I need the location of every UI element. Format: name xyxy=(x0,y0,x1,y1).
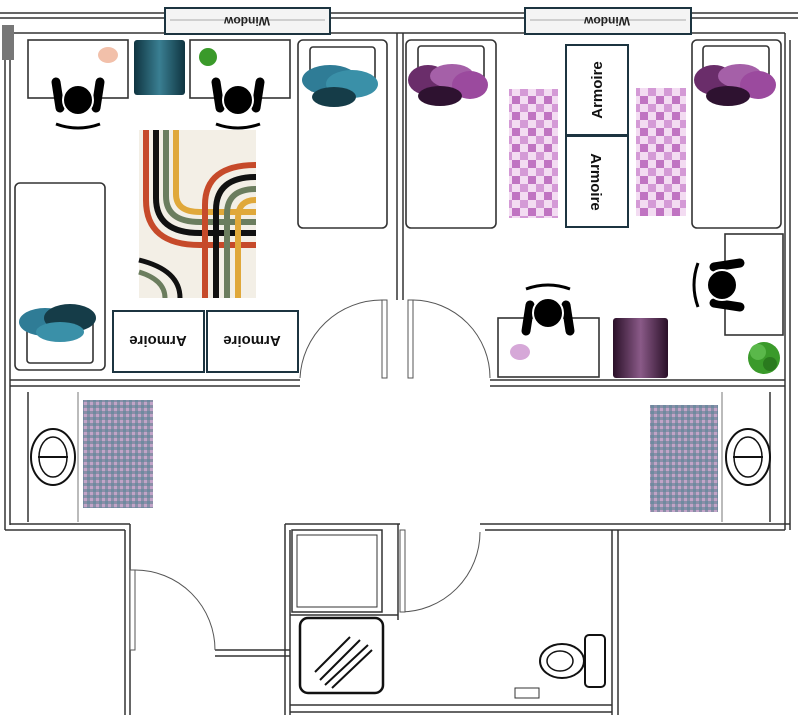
armoire: Armoire xyxy=(565,135,629,228)
armoire-label: Armoire xyxy=(587,153,604,211)
chair-person-icon xyxy=(211,77,265,130)
window-label: Window xyxy=(583,14,630,28)
door-bathroom-right[interactable] xyxy=(399,529,481,613)
armoire: Armoire xyxy=(206,310,299,373)
window-left: Window xyxy=(164,7,331,35)
ottoman xyxy=(613,318,668,378)
shower-icon xyxy=(298,616,385,695)
rug-striped xyxy=(138,130,257,299)
walls xyxy=(0,12,798,715)
left-bedroom: Armoire Armoire xyxy=(14,39,388,379)
door-right-bedroom[interactable] xyxy=(407,299,491,379)
right-bedroom: Armoire Armoire xyxy=(405,39,784,379)
window-label: Window xyxy=(223,14,270,28)
chair-person-icon xyxy=(51,77,105,130)
vanity-left xyxy=(30,392,153,522)
lamp-icon xyxy=(510,344,530,360)
plant-icon xyxy=(748,342,780,374)
chair-person-icon xyxy=(692,258,745,312)
armoire: Armoire xyxy=(565,44,629,136)
bed xyxy=(691,39,782,229)
door-bathroom-left[interactable] xyxy=(129,569,216,651)
vanity-right xyxy=(650,392,771,522)
armoire-label: Armoire xyxy=(223,332,281,349)
lamp-icon xyxy=(98,47,118,63)
sink-icon xyxy=(725,428,771,486)
chair-person-icon xyxy=(521,283,575,336)
bath-mat xyxy=(83,400,153,508)
bed xyxy=(297,39,388,229)
plant-icon xyxy=(199,48,217,66)
ottoman xyxy=(134,40,185,95)
window-right: Window xyxy=(524,7,692,35)
closet xyxy=(291,529,383,613)
column xyxy=(2,25,14,60)
rug-checkered xyxy=(636,88,686,216)
armoire-label: Armoire xyxy=(589,61,606,119)
rug-checkered xyxy=(509,89,558,218)
armoire: Armoire xyxy=(112,310,205,373)
towel-rack xyxy=(514,687,540,699)
door-left-bedroom[interactable] xyxy=(299,299,388,379)
armoire-label: Armoire xyxy=(129,332,187,349)
bed xyxy=(405,39,497,229)
bed xyxy=(14,182,106,371)
toilet-icon xyxy=(539,634,606,688)
sink-icon xyxy=(30,428,76,486)
bath-mat xyxy=(650,405,718,512)
